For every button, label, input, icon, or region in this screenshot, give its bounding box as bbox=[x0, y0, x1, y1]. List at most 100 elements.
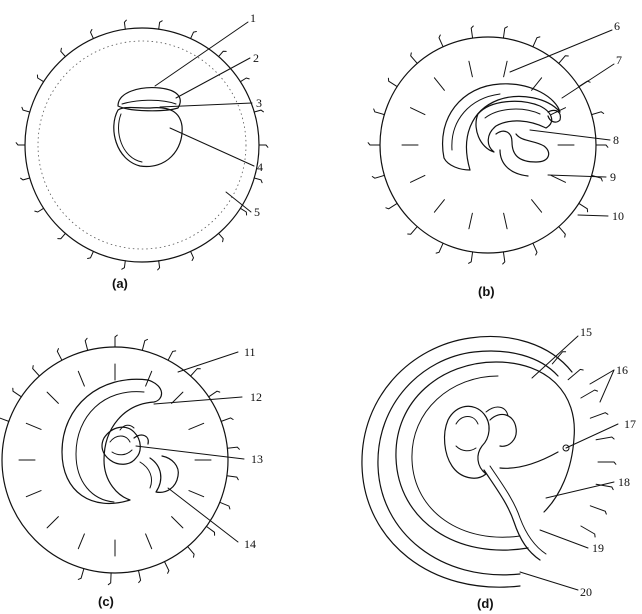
radial-mark bbox=[189, 491, 204, 497]
panel-b-radial-marks bbox=[402, 61, 574, 229]
villus bbox=[581, 526, 595, 537]
villus bbox=[408, 227, 418, 235]
villus bbox=[259, 145, 268, 147]
villus bbox=[590, 413, 608, 419]
villus bbox=[598, 462, 616, 464]
panel-c-figure bbox=[0, 335, 239, 585]
radial-mark bbox=[172, 517, 183, 528]
villus bbox=[596, 145, 608, 147]
panel-c-yolk-sac bbox=[150, 456, 178, 492]
villus bbox=[35, 208, 44, 212]
callout-8: 8 bbox=[613, 133, 619, 147]
villus bbox=[58, 233, 66, 238]
callout-15: 15 bbox=[580, 325, 592, 339]
radial-mark bbox=[146, 534, 152, 549]
radial-mark bbox=[532, 78, 542, 91]
callout-18: 18 bbox=[618, 475, 630, 489]
villus bbox=[188, 547, 195, 558]
panel-d-amnion bbox=[396, 362, 574, 550]
villus bbox=[0, 415, 9, 421]
radial-mark bbox=[434, 78, 444, 91]
callout-2: 2 bbox=[253, 51, 259, 65]
callout-6: 6 bbox=[614, 19, 620, 33]
villus bbox=[115, 335, 117, 347]
villus bbox=[124, 20, 126, 29]
panel-b-leaders bbox=[510, 30, 614, 216]
villus bbox=[33, 366, 40, 376]
villus bbox=[191, 369, 201, 376]
radial-mark bbox=[47, 392, 58, 403]
villus bbox=[37, 75, 43, 82]
radial-mark bbox=[189, 423, 204, 429]
callout-13: 13 bbox=[251, 452, 263, 466]
radial-mark bbox=[26, 491, 41, 497]
callout-5: 5 bbox=[254, 205, 260, 219]
villus bbox=[590, 506, 606, 514]
radial-mark bbox=[47, 517, 58, 528]
radial-mark bbox=[411, 108, 425, 115]
villus bbox=[240, 78, 249, 82]
villus bbox=[439, 35, 443, 47]
villus bbox=[592, 112, 604, 115]
villus bbox=[221, 418, 233, 422]
villus bbox=[559, 227, 566, 238]
villus bbox=[122, 261, 126, 269]
villus bbox=[579, 203, 588, 211]
villus bbox=[581, 390, 598, 398]
panel-b-figure bbox=[368, 26, 608, 264]
villus bbox=[227, 447, 239, 449]
villus bbox=[254, 178, 262, 183]
villus bbox=[596, 484, 613, 489]
villus bbox=[368, 143, 380, 145]
callout-14: 14 bbox=[244, 537, 256, 551]
villus bbox=[596, 437, 614, 440]
panel-label-c: (c) bbox=[98, 594, 114, 609]
villus bbox=[22, 107, 30, 112]
villus bbox=[219, 51, 227, 56]
radial-mark bbox=[411, 175, 425, 182]
panel-b-yolk-sac bbox=[496, 131, 549, 162]
panel-d-villi bbox=[552, 352, 616, 537]
villus bbox=[533, 243, 537, 255]
villus bbox=[372, 175, 384, 178]
villus bbox=[191, 32, 197, 39]
radial-mark bbox=[551, 175, 565, 182]
villus bbox=[533, 37, 540, 47]
panel-a-figure bbox=[16, 20, 268, 270]
callout-1: 1 bbox=[250, 11, 256, 25]
villus bbox=[503, 27, 507, 38]
villus bbox=[227, 476, 238, 480]
callout-16: 16 bbox=[616, 363, 628, 377]
panel-a-yolk-sac bbox=[114, 108, 182, 167]
panel-d-embryo bbox=[445, 406, 490, 478]
callout-12: 12 bbox=[250, 390, 262, 404]
panel-a-chorion bbox=[25, 28, 259, 262]
callout-20: 20 bbox=[580, 585, 592, 599]
villus bbox=[21, 178, 30, 180]
panel-d-figure bbox=[362, 336, 574, 587]
villus bbox=[139, 571, 141, 583]
villus bbox=[471, 26, 473, 38]
radial-mark bbox=[469, 213, 473, 229]
radial-mark bbox=[469, 61, 473, 77]
villus bbox=[142, 339, 147, 350]
villus bbox=[469, 252, 473, 263]
villus bbox=[568, 369, 583, 379]
villus bbox=[85, 338, 88, 350]
panel-a-villi bbox=[16, 20, 268, 270]
radial-mark bbox=[532, 200, 542, 213]
villus bbox=[108, 573, 111, 585]
villus bbox=[88, 251, 94, 258]
villus bbox=[388, 78, 397, 86]
callout-10: 10 bbox=[612, 209, 624, 223]
callout-9: 9 bbox=[610, 170, 616, 184]
callout-11: 11 bbox=[244, 345, 256, 359]
panel-label-b: (b) bbox=[478, 284, 495, 299]
villus bbox=[209, 391, 220, 397]
radial-mark bbox=[78, 534, 84, 549]
villus bbox=[159, 21, 163, 29]
villus bbox=[191, 251, 194, 260]
villus bbox=[220, 502, 230, 509]
villus bbox=[158, 261, 160, 270]
